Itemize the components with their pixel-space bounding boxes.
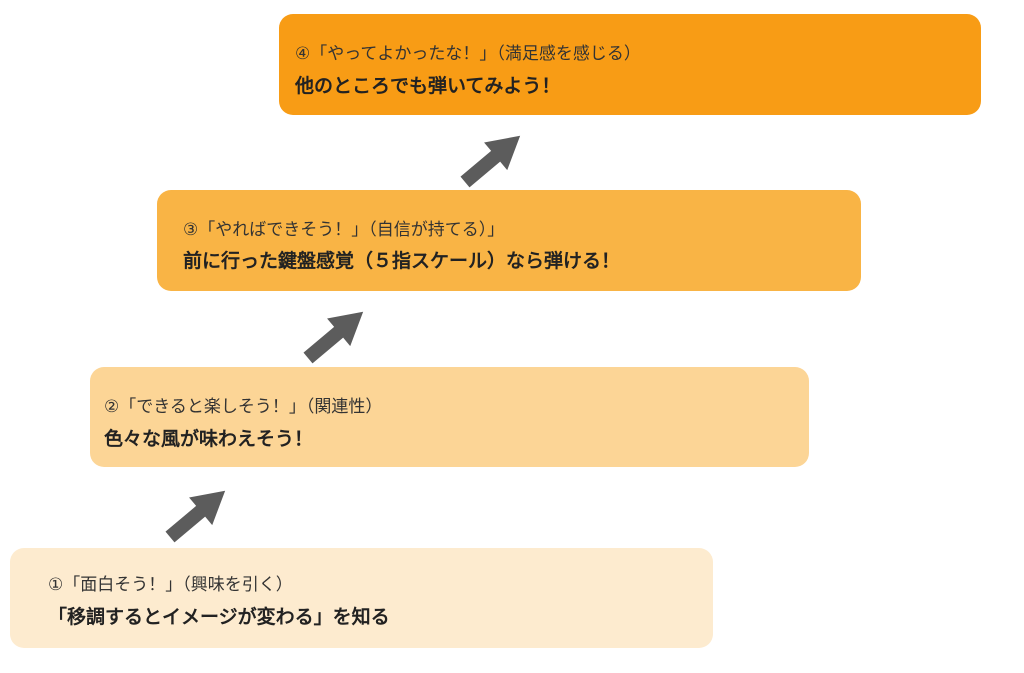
step-4-title: 他のところでも弾いてみよう！ <box>295 75 561 97</box>
step-2-subtitle: ②「できると楽しそう！」（関連性） <box>104 397 383 417</box>
up-right-arrow-icon <box>460 135 521 188</box>
step-3-title: 前に行った鍵盤感覚（５指スケール）なら弾ける！ <box>183 250 621 272</box>
step-4-subtitle: ④「やってよかったな！」（満足感を感じる） <box>295 44 641 64</box>
up-right-arrow-icon <box>165 490 226 543</box>
step-2-title: 色々な風が味わえそう！ <box>104 428 314 450</box>
step-3-subtitle: ③「やればできそう！」（自信が持てる）」 <box>183 220 505 240</box>
step-1-title: 「移調するとイメージが変わる」を知る <box>48 606 390 628</box>
step-2-box: ②「できると楽しそう！」（関連性） 色々な風が味わえそう！ <box>90 367 809 467</box>
step-1-subtitle: ①「面白そう！」（興味を引く） <box>48 575 293 595</box>
step-4-box: ④「やってよかったな！」（満足感を感じる） 他のところでも弾いてみよう！ <box>279 14 981 115</box>
step-1-box: ①「面白そう！」（興味を引く） 「移調するとイメージが変わる」を知る <box>10 548 713 648</box>
up-right-arrow-icon <box>303 311 364 364</box>
step-3-box: ③「やればできそう！」（自信が持てる）」 前に行った鍵盤感覚（５指スケール）なら… <box>157 190 861 291</box>
